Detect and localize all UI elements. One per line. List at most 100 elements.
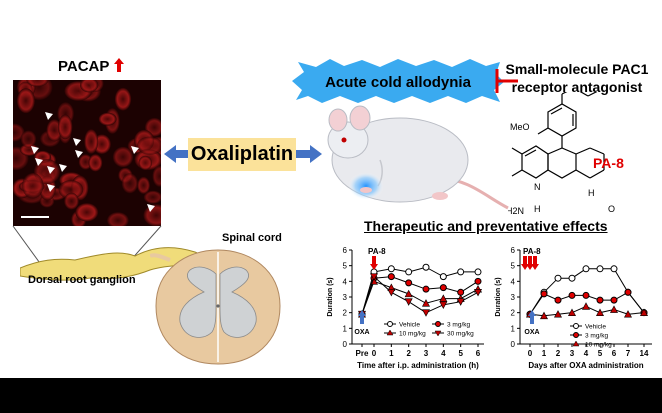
x-tick-label: Pre bbox=[356, 349, 369, 358]
y-tick-label: 6 bbox=[343, 246, 348, 255]
y-axis-label: Duration (s) bbox=[327, 277, 334, 316]
cell-body bbox=[114, 87, 132, 111]
drug-annotation: PA-8 bbox=[523, 247, 541, 256]
data-point-3mg bbox=[439, 284, 447, 292]
inhibition-icon bbox=[495, 69, 518, 93]
data-point-10mg bbox=[595, 308, 605, 316]
cell-body bbox=[22, 172, 44, 199]
y-tick-label: 1 bbox=[343, 324, 348, 333]
x-tick-label: 3 bbox=[570, 349, 575, 358]
legend-label: 3 mg/kg bbox=[585, 333, 609, 340]
y-tick-label: 2 bbox=[511, 309, 516, 318]
legend-label: Vehicle bbox=[585, 324, 606, 331]
amine-label: H2N bbox=[508, 206, 524, 216]
oxaliplatin-box: Oxaliplatin bbox=[188, 138, 296, 171]
cell-body bbox=[58, 180, 84, 200]
data-point-3mg bbox=[540, 290, 548, 298]
y-tick-label: 3 bbox=[511, 293, 516, 302]
data-point-vehicle bbox=[610, 265, 618, 273]
data-point-3mg bbox=[596, 296, 604, 304]
x-tick-label: 6 bbox=[476, 349, 481, 358]
data-point-vehicle bbox=[405, 268, 413, 276]
ring-h-label: H bbox=[588, 188, 595, 198]
data-point-vehicle bbox=[457, 268, 465, 276]
y-tick-label: 5 bbox=[343, 262, 348, 271]
data-point-10mg bbox=[404, 289, 413, 298]
series-line bbox=[361, 275, 479, 315]
ring-n-label: N bbox=[534, 182, 541, 192]
legend-marker bbox=[573, 332, 579, 338]
blue-arrow-icon bbox=[358, 310, 366, 324]
legend-label: 30 mg/kg bbox=[447, 331, 474, 338]
data-point-3mg bbox=[554, 296, 562, 304]
cell-body bbox=[107, 212, 129, 226]
up-arrow-icon bbox=[114, 58, 125, 72]
cell-body bbox=[80, 80, 99, 93]
data-point-30mg bbox=[387, 288, 396, 297]
cell-body bbox=[136, 136, 161, 155]
x-tick-label: 3 bbox=[424, 349, 429, 358]
x-tick-label: 4 bbox=[584, 349, 589, 358]
x-tick-label: 0 bbox=[528, 349, 533, 358]
y-tick-label: 5 bbox=[511, 262, 516, 271]
x-tick-label: 2 bbox=[556, 349, 561, 358]
data-point-10mg bbox=[553, 310, 563, 318]
x-tick-label: 2 bbox=[406, 349, 411, 358]
data-point-3mg bbox=[568, 291, 576, 299]
cell-body bbox=[64, 192, 79, 210]
antagonist-line2: receptor antagonist bbox=[511, 79, 643, 95]
cell-body bbox=[138, 155, 152, 171]
data-point-3mg bbox=[387, 273, 395, 281]
cell-body bbox=[88, 154, 103, 172]
data-point-vehicle bbox=[422, 263, 430, 271]
data-point-3mg bbox=[582, 291, 590, 299]
data-point-vehicle bbox=[474, 268, 482, 276]
data-point-10mg bbox=[623, 310, 633, 318]
scale-bar bbox=[21, 216, 49, 218]
data-point-30mg bbox=[369, 273, 379, 281]
data-point-3mg bbox=[610, 296, 618, 304]
data-point-vehicle bbox=[387, 265, 395, 273]
arrowhead-markers bbox=[31, 112, 155, 212]
legend-marker bbox=[434, 330, 442, 337]
legend-label: Vehicle bbox=[399, 322, 420, 329]
data-point-vehicle bbox=[568, 274, 576, 282]
data-point-10mg bbox=[639, 308, 649, 316]
red-arrow-icon bbox=[526, 256, 534, 270]
cell-body bbox=[143, 190, 161, 204]
red-arrow-icon bbox=[531, 256, 539, 270]
legend-marker bbox=[573, 323, 579, 329]
pacap-label: PACAP bbox=[58, 58, 110, 75]
legend-marker bbox=[386, 329, 394, 336]
spinal-cord-illustration bbox=[150, 249, 281, 365]
x-tick-label: 5 bbox=[458, 349, 463, 358]
left-arrow-icon bbox=[164, 145, 190, 163]
cell-body bbox=[143, 204, 161, 226]
ring-o-label: O bbox=[608, 204, 615, 214]
methoxy-label: MeO bbox=[510, 122, 530, 132]
data-point-10mg bbox=[609, 305, 619, 313]
data-point-30mg bbox=[404, 298, 413, 306]
blue-arrow-icon bbox=[528, 310, 536, 324]
data-point-10mg bbox=[421, 299, 431, 307]
data-point-10mg bbox=[539, 311, 549, 320]
legend-label: 3 mg/kg bbox=[447, 322, 471, 329]
x-tick-label: 1 bbox=[389, 349, 394, 358]
x-tick-label: 5 bbox=[598, 349, 603, 358]
cold-allodynia-burst: Acute cold allodynia bbox=[292, 59, 504, 103]
data-point-3mg bbox=[474, 277, 482, 285]
footer-bar bbox=[0, 378, 662, 413]
red-arrow-icon bbox=[521, 256, 529, 270]
x-tick-label: 6 bbox=[612, 349, 617, 358]
cold-allodynia-label: Acute cold allodynia bbox=[325, 74, 472, 91]
data-point-vehicle bbox=[582, 265, 590, 273]
cell-body bbox=[152, 165, 161, 187]
y-tick-label: 6 bbox=[511, 246, 516, 255]
mouse-illustration bbox=[327, 105, 509, 210]
data-point-3mg bbox=[457, 288, 465, 296]
cell-body bbox=[137, 176, 150, 194]
antagonist-title: Small-molecule PAC1 receptor antagonist bbox=[492, 60, 662, 96]
data-point-30mg bbox=[456, 298, 465, 306]
data-point-vehicle bbox=[596, 265, 604, 273]
